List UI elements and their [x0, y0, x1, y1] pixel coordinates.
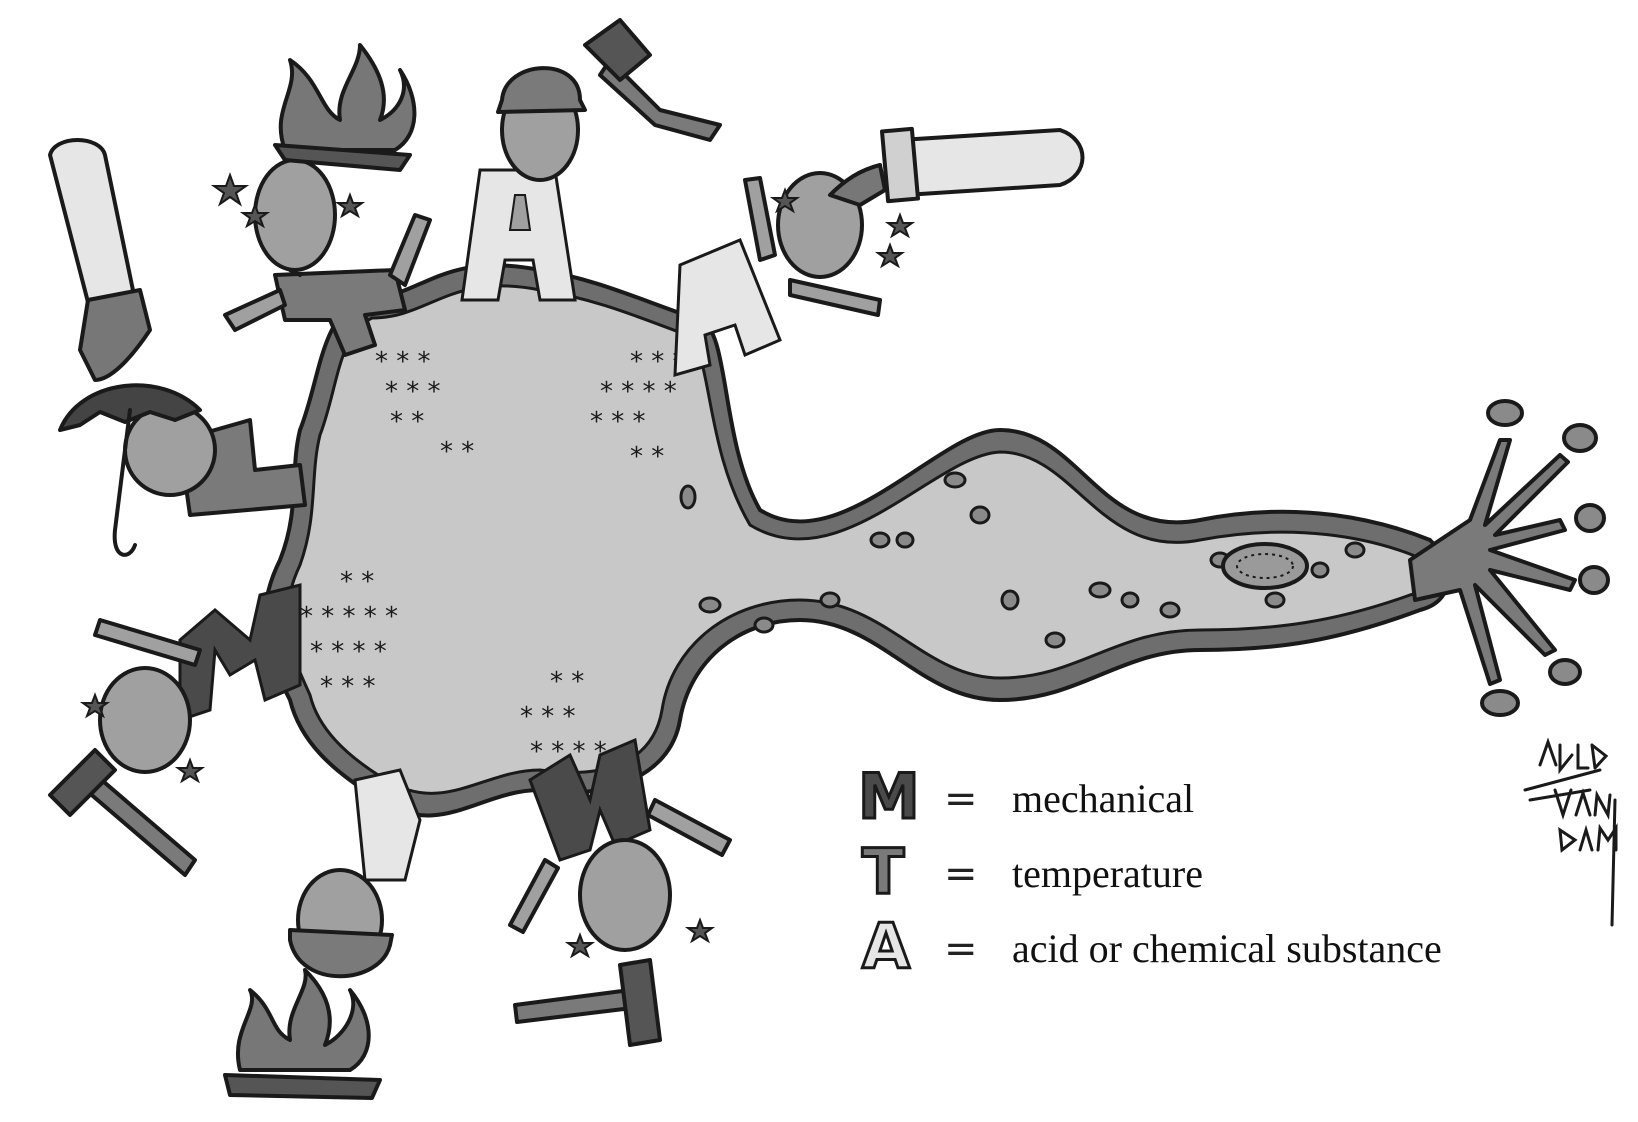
svg-text:* * * *: * * * * — [310, 637, 387, 667]
hammer-icon — [583, 18, 722, 142]
svg-text:* *: * * — [390, 407, 424, 437]
legend-row-temperature: T = temperature — [861, 834, 1204, 910]
legend-symbol: A — [862, 910, 910, 983]
synaptic-bouton — [1578, 565, 1610, 595]
umbrella-icon — [58, 383, 202, 557]
mechanical-figure-left — [48, 583, 302, 877]
star-icon — [564, 917, 716, 959]
axon-vesicles — [679, 471, 1366, 649]
acid-figure-bottom — [223, 768, 422, 1100]
svg-text:* * * *: * * * * — [600, 377, 677, 407]
synaptic-bouton — [1562, 423, 1598, 453]
axon-terminals — [1408, 399, 1610, 717]
cell-body — [285, 284, 1428, 795]
svg-text:* * *: * * * — [320, 672, 376, 702]
mechanical-figure-bottom — [508, 737, 732, 1047]
legend-equals: = — [944, 926, 978, 972]
svg-text:* *: * * — [630, 442, 664, 472]
figure-head — [578, 838, 672, 952]
test-tube-icon — [48, 138, 152, 382]
legend: M = mechanical T = temperature A = acid … — [857, 759, 1442, 985]
svg-text:* * *: * * * — [590, 407, 646, 437]
synaptic-bouton — [1486, 399, 1524, 427]
temperature-figure-top — [210, 43, 432, 357]
acid-figure-right — [673, 126, 1085, 378]
synaptic-bouton — [1574, 503, 1606, 533]
legend-meaning: acid or chemical substance — [1012, 926, 1442, 971]
star-icon — [210, 172, 366, 229]
star-icon — [79, 692, 206, 784]
neuron: * * ** * ** ** * * * ** * * ** * ** * * … — [262, 263, 1610, 818]
synaptic-bouton — [1548, 658, 1582, 686]
svg-text:* * *: * * * — [520, 702, 576, 732]
hammer-icon — [513, 958, 662, 1047]
star-icon — [769, 187, 916, 269]
figure-head — [253, 158, 337, 272]
temperature-figure-left — [48, 138, 307, 557]
svg-text:* * *: * * * — [385, 377, 441, 407]
svg-text:* * *: * * * — [375, 347, 431, 377]
test-tube-icon — [828, 126, 1085, 207]
legend-row-acid: A = acid or chemical substance — [861, 909, 1442, 985]
legend-meaning: temperature — [1012, 851, 1203, 896]
acid-figure-top — [460, 18, 722, 302]
legend-meaning: mechanical — [1012, 776, 1194, 821]
svg-text:* *: * * — [550, 667, 584, 697]
fire-icon — [223, 968, 382, 1100]
helmet — [496, 66, 587, 114]
helmet — [288, 928, 394, 979]
synaptic-bouton — [1480, 689, 1520, 717]
fire-icon — [273, 43, 417, 172]
legend-symbol: T — [862, 835, 904, 908]
svg-text:* * * * *: * * * * * — [300, 602, 398, 632]
svg-text:* *: * * — [340, 567, 374, 597]
figure-head — [98, 666, 192, 774]
legend-symbol: M — [858, 760, 920, 833]
axon-organelle — [1221, 542, 1309, 590]
svg-text:* *: * * — [440, 437, 474, 467]
legend-row-mechanical: M = mechanical — [857, 759, 1195, 835]
artist-signature — [1523, 737, 1618, 927]
legend-equals: = — [944, 776, 978, 822]
hammer-icon — [48, 748, 197, 877]
legend-equals: = — [944, 851, 978, 897]
